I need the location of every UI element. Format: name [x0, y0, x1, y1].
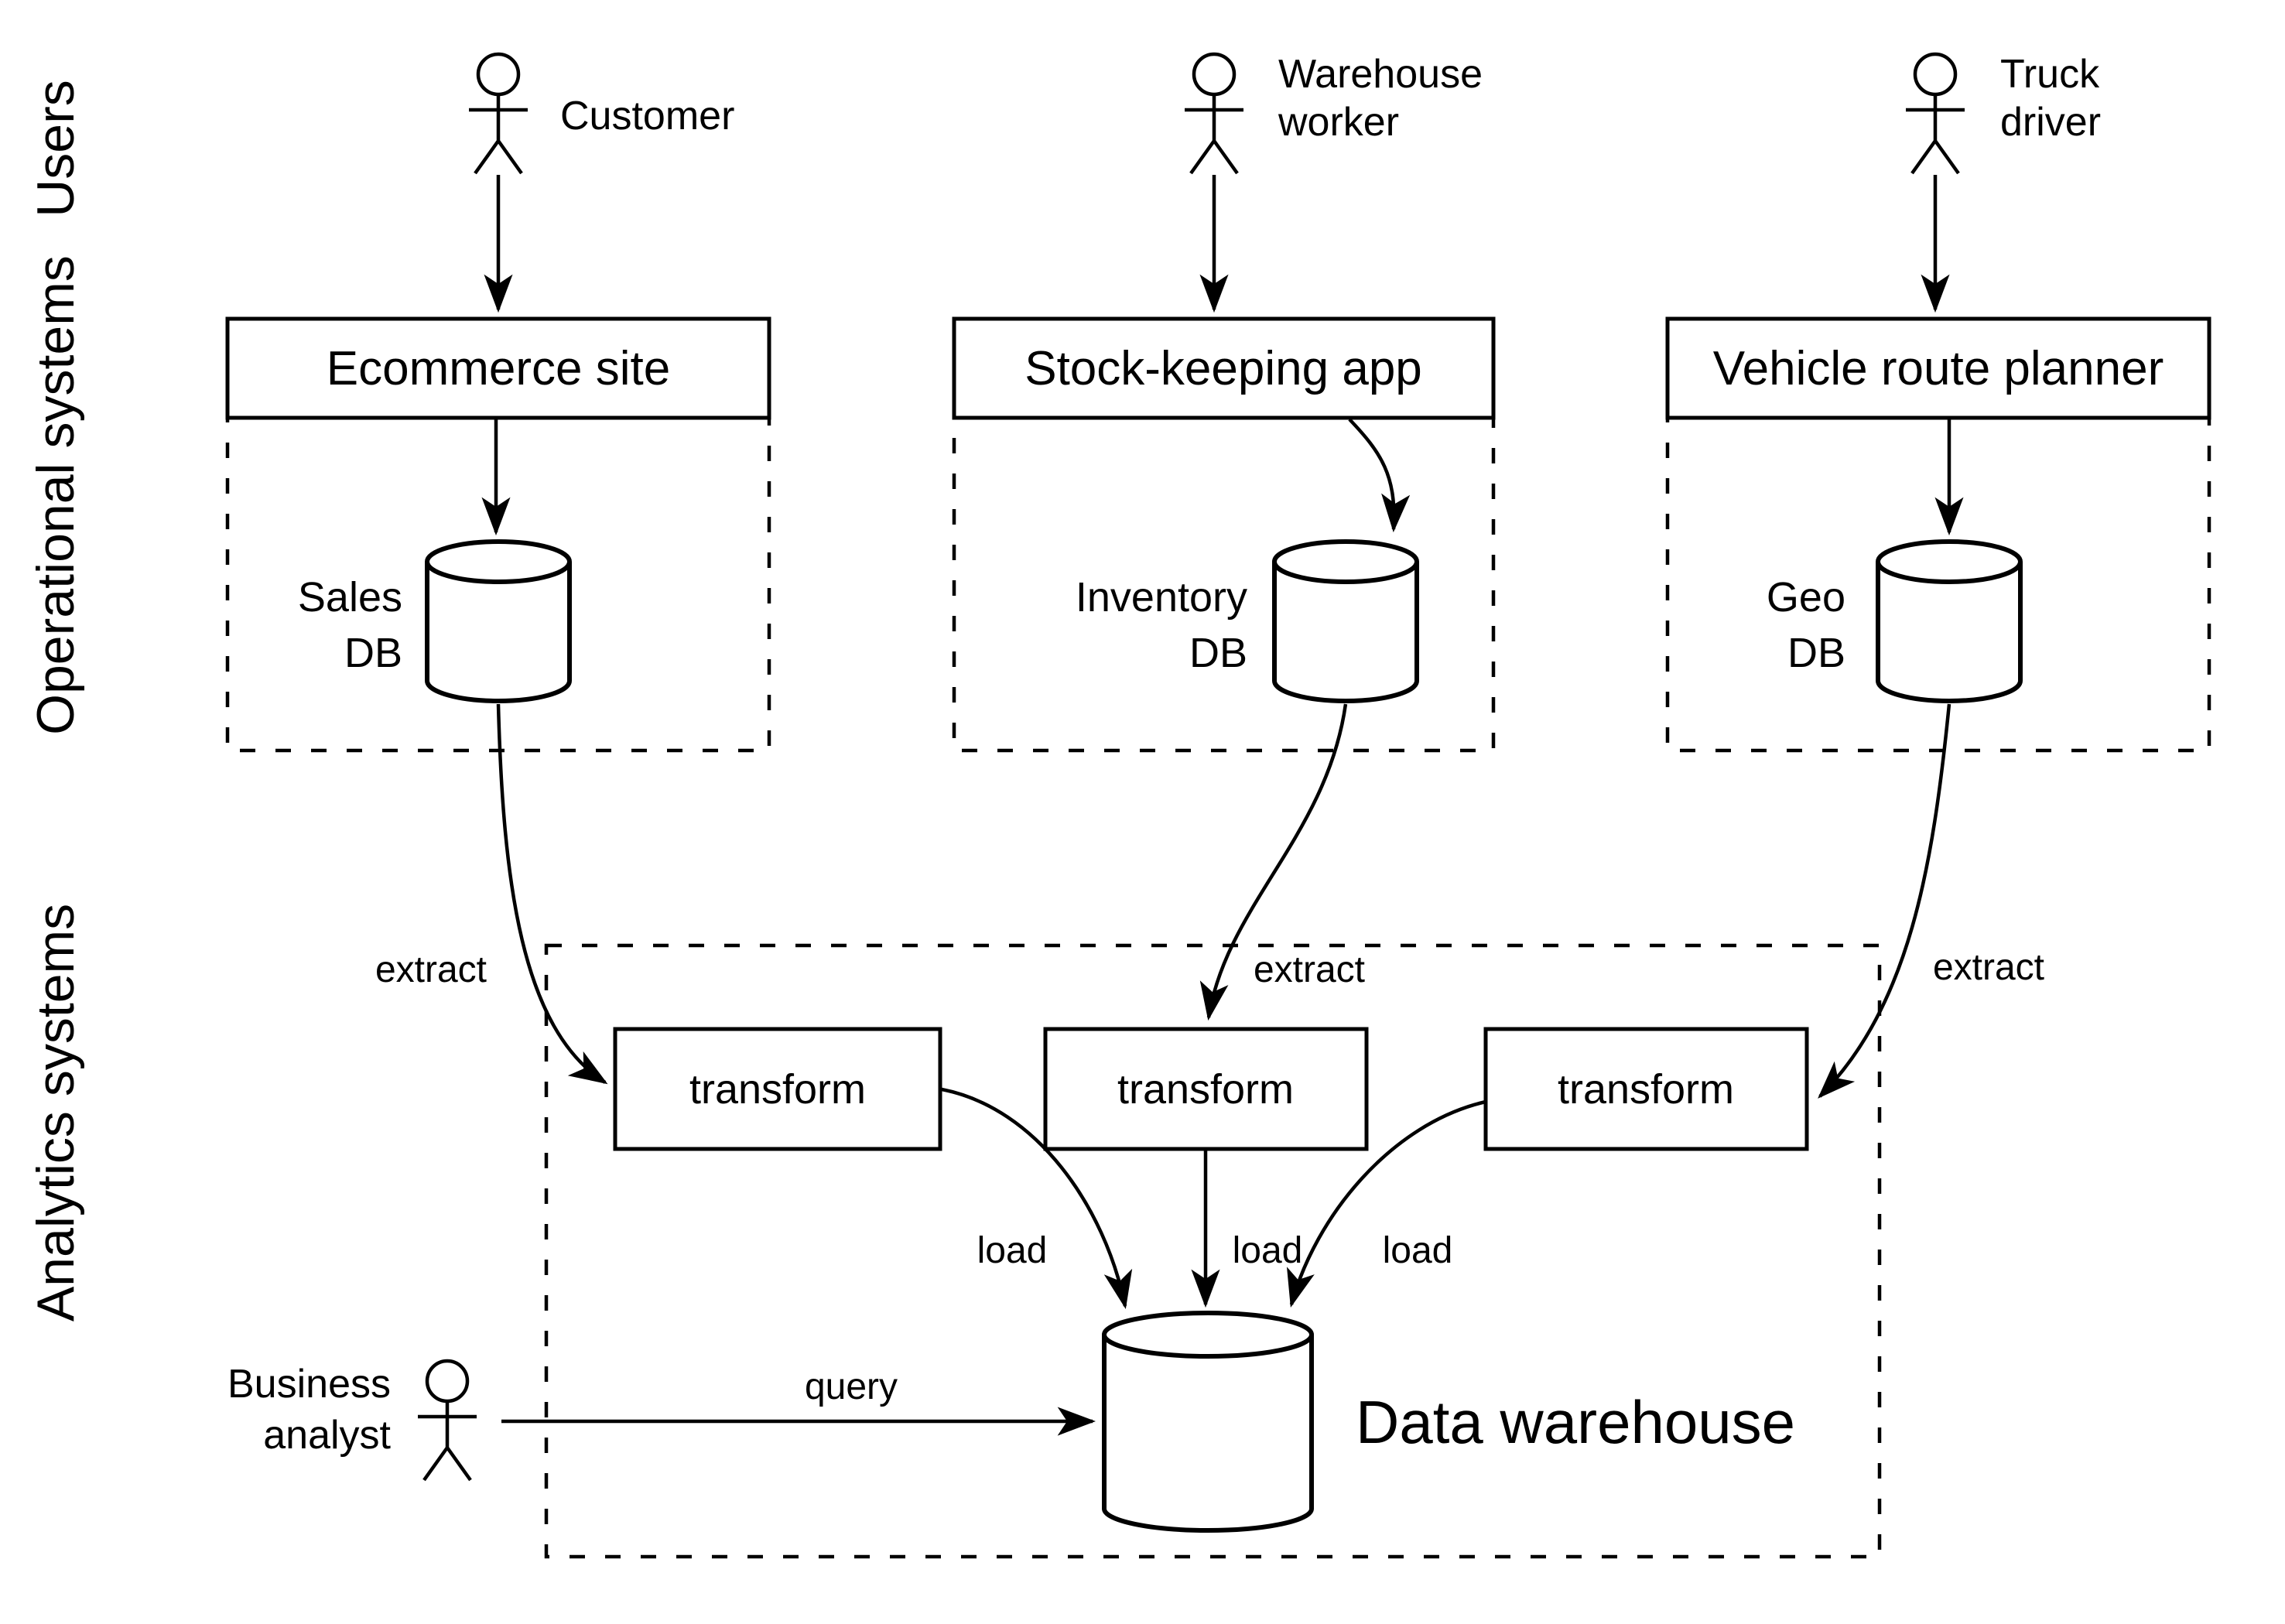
section-label-users: Users: [26, 80, 85, 217]
ecommerce-site-box: [225, 316, 771, 420]
transform1-load-edge: [941, 1087, 1133, 1310]
warehouse-worker-label-line1: Warehouse: [1278, 52, 1483, 97]
truck-driver-label-line2: driver: [2000, 100, 2101, 145]
vehicle-route-planner-box: [1665, 316, 2211, 420]
truck-driver-actor-icon: [1906, 52, 1965, 175]
stock-keeping-app-box: [952, 316, 1496, 420]
section-label-analytics-systems: Analytics systems: [26, 904, 85, 1321]
stock-keeping-app-label: Stock-keeping app: [1024, 342, 1422, 395]
sales-db-cylinder: [425, 539, 572, 703]
transform-box-1: [613, 1027, 942, 1151]
data-warehouse-label: Data warehouse: [1356, 1388, 1795, 1456]
extract-label-3: extract: [1933, 947, 2044, 988]
salesdb-extract-edge: [496, 703, 608, 1085]
business-analyst-label-line2: analyst: [263, 1413, 391, 1458]
extract-label-1: extract: [375, 949, 487, 990]
inventory-db-cylinder: [1272, 539, 1419, 703]
sales-db-label-line2: DB: [344, 630, 402, 676]
data-warehouse-cylinder: [1102, 1311, 1314, 1533]
load-label-3: load: [1383, 1230, 1453, 1271]
extract-label-2: extract: [1254, 949, 1365, 990]
truck-driver-label-line1: Truck: [2000, 52, 2100, 97]
customer-label: Customer: [560, 94, 734, 138]
business-analyst-label-line1: Business: [227, 1362, 391, 1407]
customer-actor-icon: [469, 52, 528, 175]
load-label-1: load: [977, 1230, 1048, 1271]
transform3-load-edge: [1287, 1099, 1486, 1308]
query-label: query: [805, 1366, 898, 1407]
section-label-operational-systems: Operational systems: [26, 255, 85, 735]
ecommerce-site-label: Ecommerce site: [327, 342, 670, 395]
business-analyst-actor-icon: [418, 1359, 477, 1482]
transform-label-1: transform: [689, 1066, 866, 1113]
geo-db-cylinder: [1876, 539, 2023, 703]
sales-db-label-line1: Sales: [298, 574, 402, 621]
inventory-db-label-line2: DB: [1189, 630, 1247, 676]
stockkeeping-to-inventorydb-arrow: [1348, 418, 1411, 533]
analytics-dashed-container: [544, 943, 1882, 1559]
transform-box-3: [1483, 1027, 1809, 1151]
warehouse-worker-label-line2: worker: [1278, 100, 1399, 145]
transform-box-2: [1043, 1027, 1369, 1151]
geo-db-label-line2: DB: [1787, 630, 1845, 676]
geodb-extract-edge: [1818, 703, 1951, 1099]
inventory-db-label-line1: Inventory: [1076, 574, 1247, 621]
geo-db-label-line1: Geo: [1767, 574, 1845, 621]
transform-label-3: transform: [1558, 1066, 1734, 1113]
stockkeeping-dashed-container: [952, 415, 1496, 753]
transform-label-2: transform: [1117, 1066, 1294, 1113]
load-label-2: load: [1233, 1230, 1303, 1271]
warehouse-worker-actor-icon: [1185, 52, 1243, 175]
vehicle-route-planner-label: Vehicle route planner: [1713, 342, 2164, 395]
inventorydb-extract-edge: [1199, 703, 1348, 1021]
routeplanner-dashed-container: [1665, 415, 2211, 753]
